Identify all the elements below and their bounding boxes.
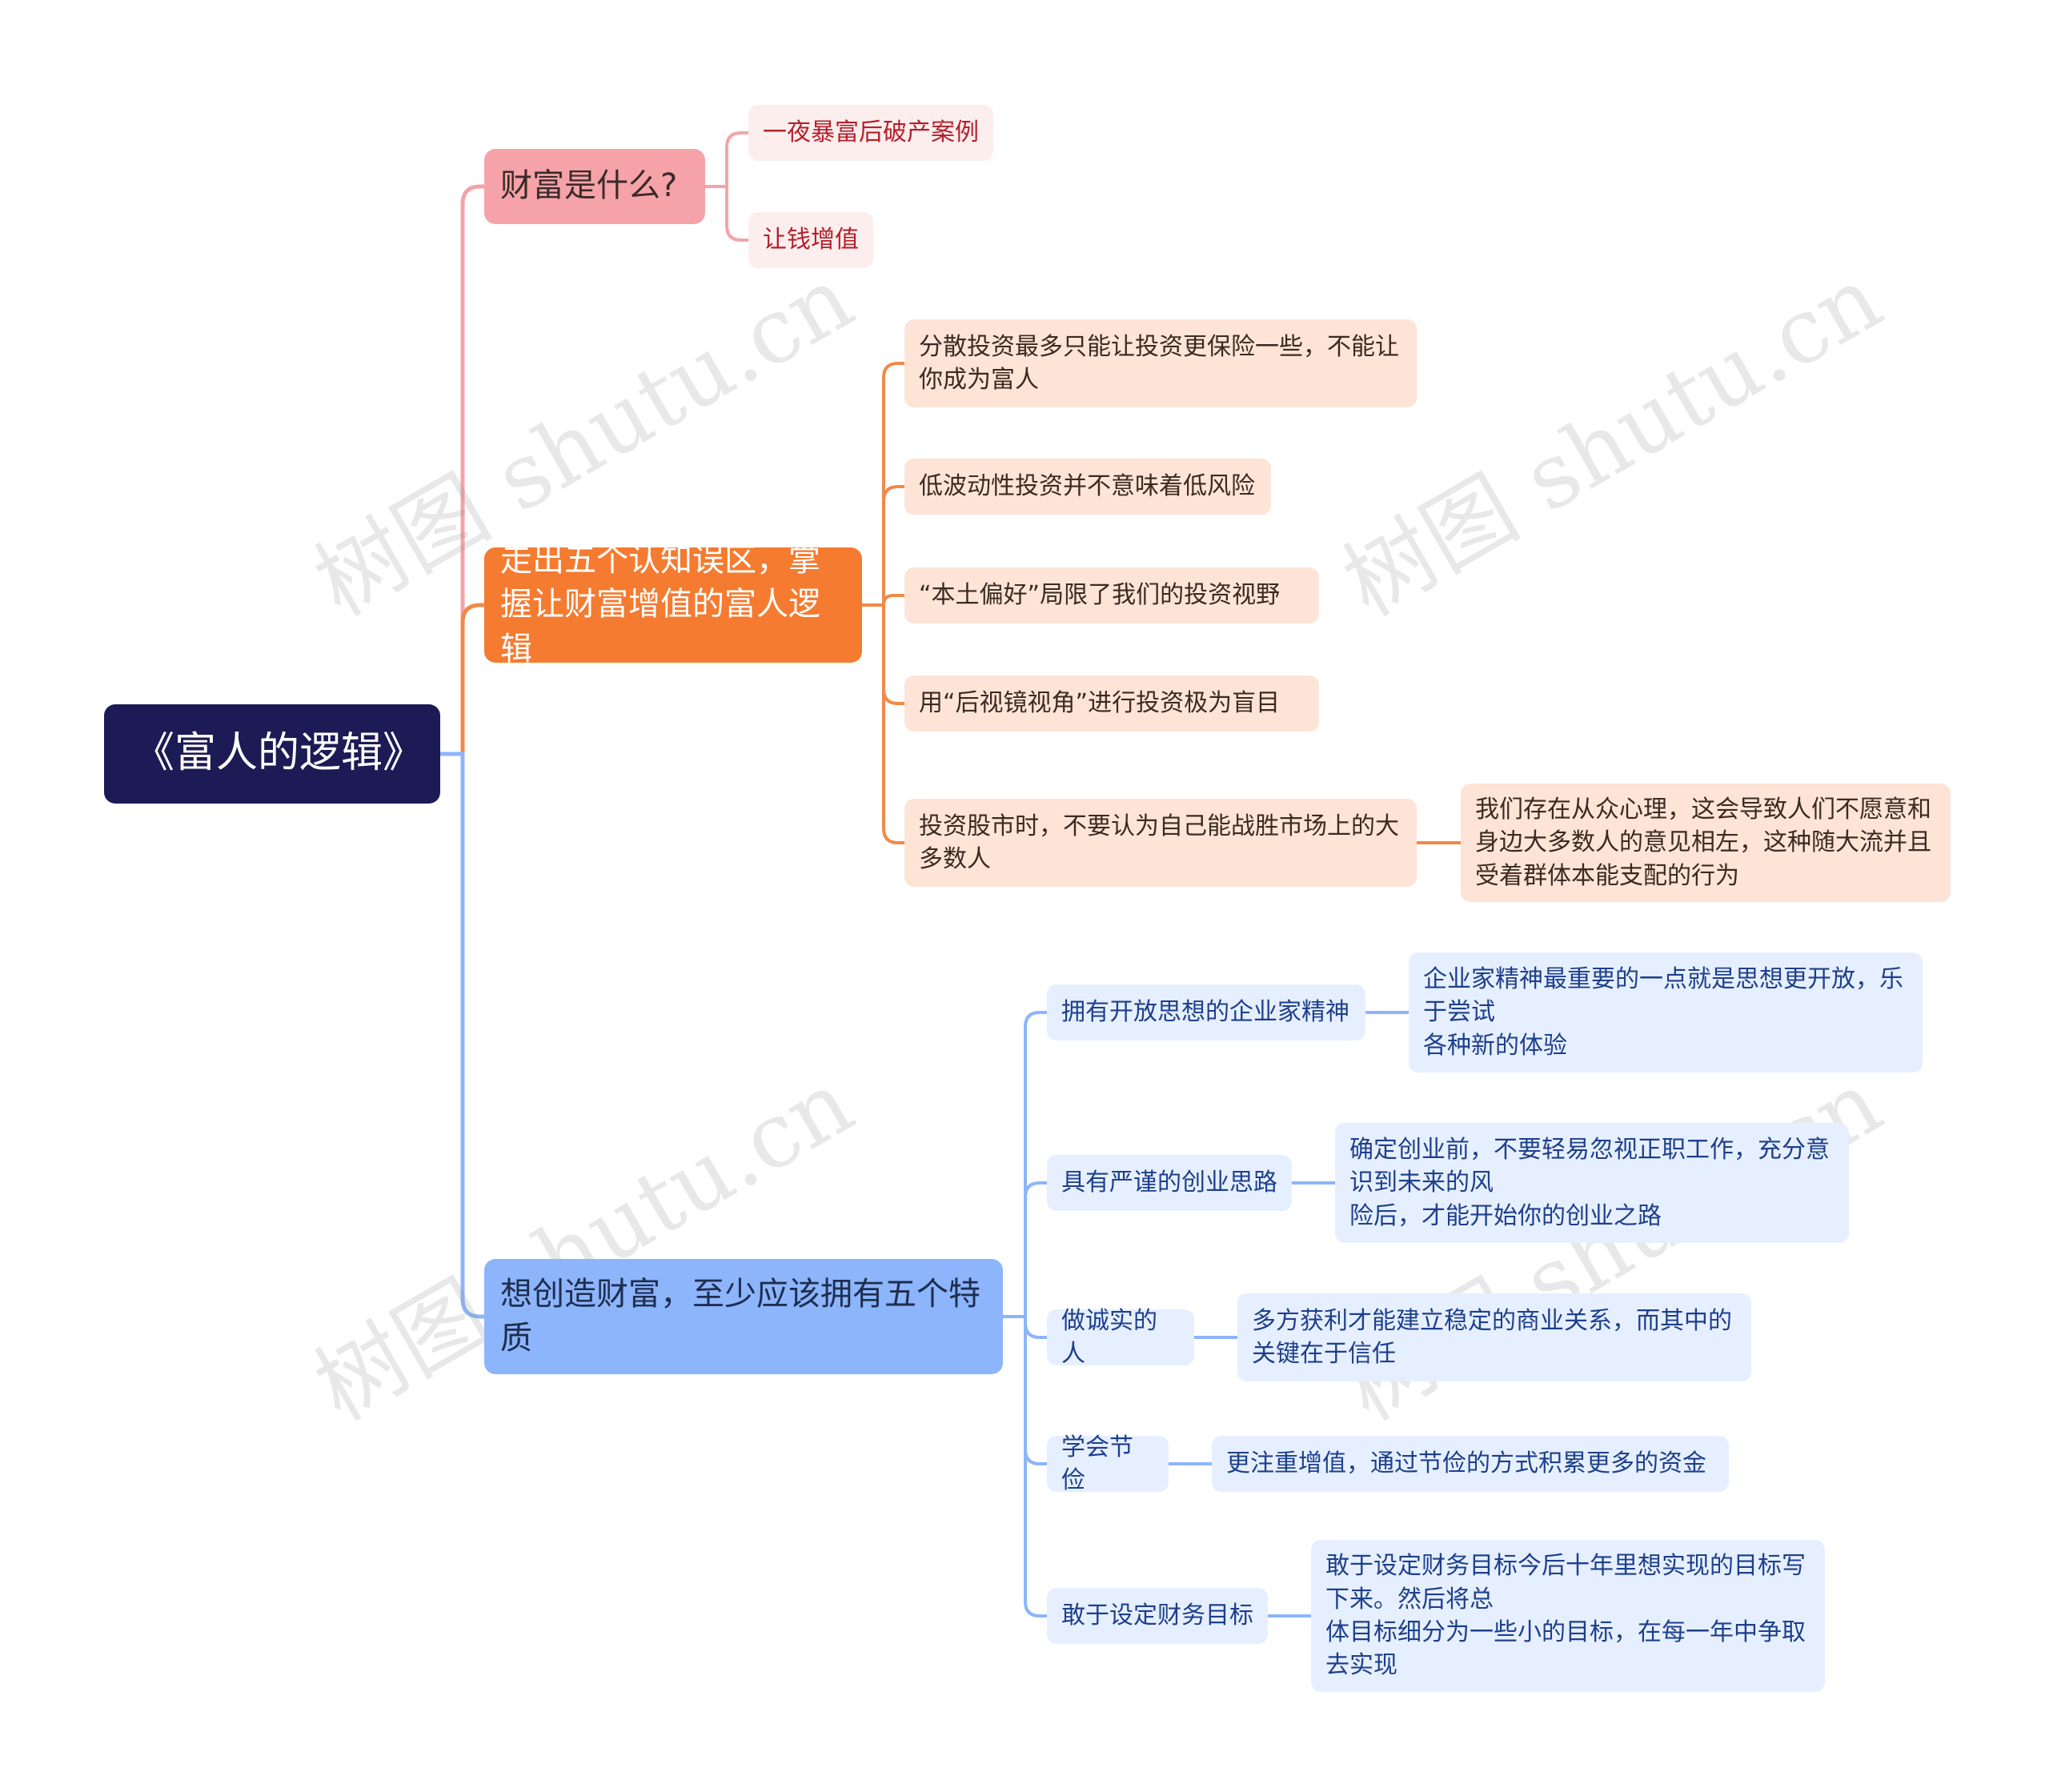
connector-line bbox=[882, 603, 906, 844]
connector-line bbox=[882, 594, 906, 607]
leaf-overnight-bankruptcy[interactable]: 一夜暴富后破产案例 bbox=[748, 105, 993, 161]
leaf-honest[interactable]: 做诚实的人 bbox=[1047, 1307, 1194, 1368]
branch-what-is-wealth[interactable]: 财富是什么? bbox=[484, 149, 705, 224]
branch-five-traits[interactable]: 想创造财富，至少应该拥有五个特质 bbox=[484, 1259, 1003, 1374]
leaf-diversification[interactable]: 分散投资最多只能让投资更保险一些，不能让你成为富人 bbox=[904, 319, 1417, 407]
leaf-grow-money[interactable]: 让钱增值 bbox=[748, 212, 873, 268]
connector-line bbox=[725, 131, 750, 188]
detail-entrepreneurship[interactable]: 企业家精神最重要的一点就是思想更开放，乐于尝试 各种新的体验 bbox=[1409, 952, 1923, 1072]
connector-root bbox=[438, 184, 487, 756]
leaf-financial-goals[interactable]: 敢于设定财务目标 bbox=[1047, 1588, 1268, 1644]
detail-frugal[interactable]: 更注重增值，通过节俭的方式积累更多的资金 bbox=[1212, 1436, 1729, 1492]
connector-line bbox=[882, 362, 906, 607]
leaf-rearview-mirror[interactable]: 用“后视镜视角”进行投资极为盲目 bbox=[904, 676, 1319, 732]
detail-rigorous-startup[interactable]: 确定创业前，不要轻易忽视正职工作，充分意识到未来的风 险后，才能开始你的创业之路 bbox=[1335, 1123, 1849, 1243]
leaf-entrepreneurship[interactable]: 拥有开放思想的企业家精神 bbox=[1047, 984, 1365, 1040]
detail-financial-goals[interactable]: 敢于设定财务目标今后十年里想实现的目标写下来。然后将总 体目标细分为一些小的目标… bbox=[1311, 1540, 1825, 1692]
detail-honest[interactable]: 多方获利才能建立稳定的商业关系，而其中的关键在于信任 bbox=[1237, 1293, 1751, 1381]
connector-line bbox=[1024, 1181, 1049, 1318]
connector-line bbox=[1024, 1315, 1049, 1339]
branch-five-misconceptions[interactable]: 走出五个认知误区，掌握让财富增值的富人逻辑 bbox=[484, 542, 862, 667]
connector-line bbox=[725, 185, 750, 242]
connector-root bbox=[438, 752, 487, 1319]
leaf-home-bias[interactable]: “本土偏好”局限了我们的投资视野 bbox=[904, 567, 1319, 623]
connector-line bbox=[1024, 1011, 1049, 1318]
leaf-rigorous-startup[interactable]: 具有严谨的创业思路 bbox=[1047, 1155, 1292, 1211]
connector-root bbox=[438, 603, 487, 756]
leaf-frugal[interactable]: 学会节俭 bbox=[1047, 1433, 1169, 1494]
leaf-beat-market[interactable]: 投资股市时，不要认为自己能战胜市场上的大多数人 bbox=[904, 799, 1417, 887]
connector-line bbox=[882, 485, 906, 607]
connector-line bbox=[882, 603, 906, 705]
root-node[interactable]: 《富人的逻辑》 bbox=[104, 704, 440, 804]
detail-herd-mentality[interactable]: 我们存在从众心理，这会导致人们不愿意和身边大多数人的意见相左，这种随大流并且受着… bbox=[1461, 784, 1951, 902]
leaf-low-volatility[interactable]: 低波动性投资并不意味着低风险 bbox=[904, 459, 1271, 515]
connector-line bbox=[1024, 1315, 1049, 1618]
